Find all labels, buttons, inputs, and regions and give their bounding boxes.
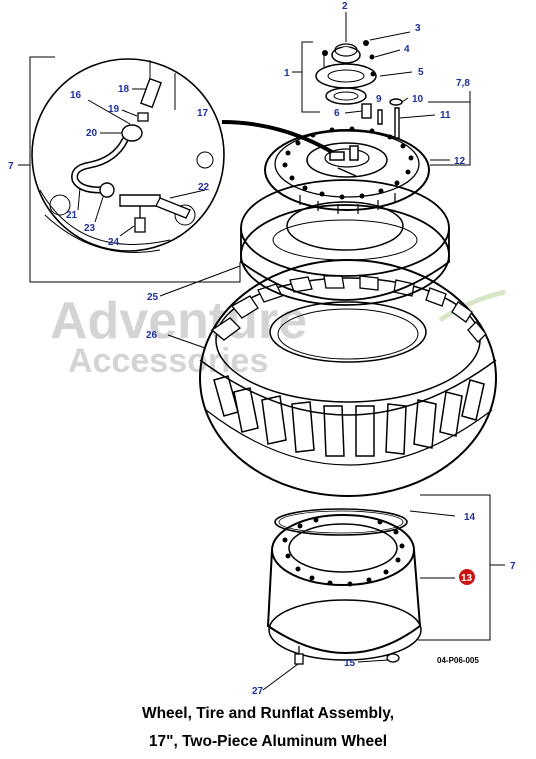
- watermark-swoosh: [438, 289, 506, 323]
- callout-5: 5: [418, 67, 424, 78]
- callouts: 1 2 3 4 5 6 7 7,8 9 10 11 12 13 14 15 16…: [8, 1, 516, 697]
- callout-17: 17: [197, 108, 209, 119]
- callout-4: 4: [404, 44, 410, 55]
- part-11-bolt: [394, 107, 400, 139]
- inner-wheel-half: [266, 514, 422, 661]
- callout-24: 24: [108, 237, 120, 248]
- outer-bolt-ring: [282, 126, 414, 200]
- hub-cap-group: [315, 40, 377, 105]
- callout-21: 21: [66, 210, 78, 221]
- callout-7c: 7: [510, 561, 516, 572]
- callout-12: 12: [454, 156, 466, 167]
- callout-7-8: 7,8: [456, 78, 470, 89]
- o-ring: [274, 508, 408, 536]
- callout-6: 6: [334, 108, 340, 119]
- callout-23: 23: [84, 223, 96, 234]
- detail-pointer: [221, 120, 333, 154]
- callout-1: 1: [284, 68, 290, 79]
- leader-lines: [77, 12, 456, 691]
- callout-10: 10: [412, 94, 424, 105]
- center-valve-assembly: [329, 145, 359, 177]
- small-hardware: [361, 98, 403, 139]
- callout-11: 11: [440, 110, 451, 121]
- drawing-code: 04-P06-005: [437, 656, 479, 665]
- tire: [199, 259, 497, 497]
- callout-14: 14: [464, 512, 476, 523]
- caption-line-1: Wheel, Tire and Runflat Assembly,: [141, 705, 395, 722]
- valve-stem-27: [294, 646, 304, 665]
- callout-19: 19: [108, 104, 120, 115]
- tire-tread-blocks: [213, 375, 485, 457]
- watermark-line2: Accessories: [68, 342, 268, 380]
- callout-13: 13: [461, 573, 473, 584]
- outer-wheel-half: [264, 126, 430, 214]
- outer-studs: [299, 193, 396, 214]
- callout-18: 18: [118, 84, 130, 95]
- lug-nut-15: [386, 653, 400, 663]
- callout-15: 15: [344, 658, 356, 669]
- callout-2: 2: [342, 1, 348, 12]
- callout-20: 20: [86, 128, 98, 139]
- part-6-nut: [361, 103, 372, 119]
- detail-inset: [31, 58, 225, 253]
- callout-26: 26: [146, 330, 158, 341]
- inner-bolt-ring: [282, 517, 405, 587]
- brackets: [18, 41, 505, 641]
- caption-line-2: 17", Two-Piece Aluminum Wheel: [148, 733, 388, 750]
- callout-7a: 7: [8, 161, 14, 172]
- callout-25: 25: [147, 292, 159, 303]
- tire-tread-lugs: [210, 275, 487, 343]
- callout-3: 3: [415, 23, 421, 34]
- callout-16: 16: [70, 90, 82, 101]
- part-9-valve-core: [377, 109, 383, 125]
- runflat: [240, 179, 450, 306]
- part-10-washer: [389, 98, 403, 106]
- callout-22: 22: [198, 182, 210, 193]
- callout-27: 27: [252, 686, 264, 697]
- watermark: Adventure Accessories: [50, 289, 506, 380]
- callout-9: 9: [376, 94, 382, 105]
- callout-13-highlight: [459, 569, 475, 585]
